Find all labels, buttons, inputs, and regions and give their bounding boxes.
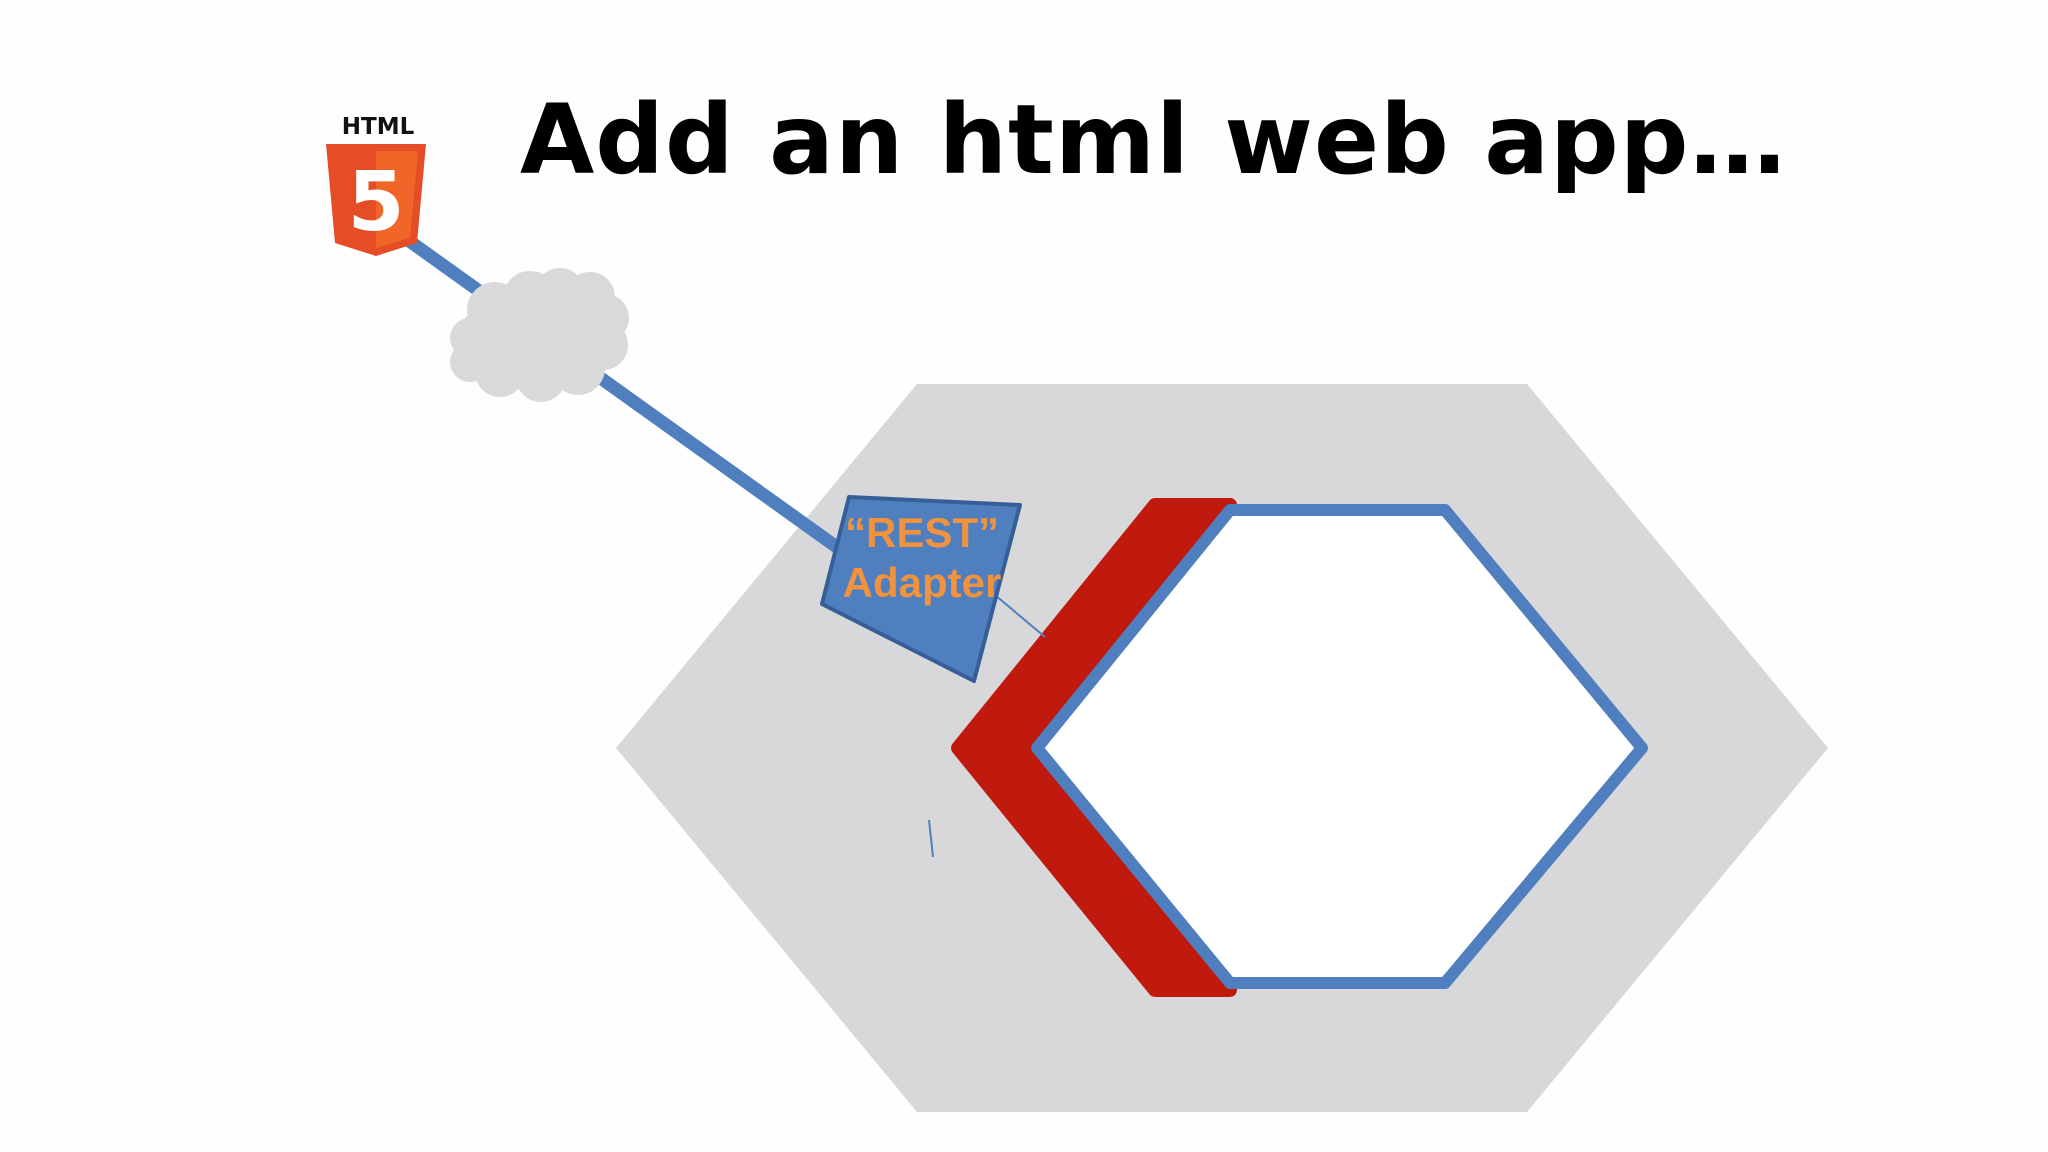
- adapter-label-line2: Adapter: [843, 559, 1002, 606]
- rest-adapter-box: [820, 495, 1022, 683]
- adapter-label-line1: “REST”: [845, 509, 999, 556]
- cloud-icon: [450, 268, 629, 402]
- adapter-port-connector: [994, 594, 1046, 638]
- html5-logo: HTML 5: [326, 114, 426, 256]
- inner-hexagon: [1031, 504, 1648, 989]
- html5-shield-number: 5: [347, 155, 404, 250]
- network-link: [373, 213, 852, 560]
- html5-logo-word: HTML: [342, 114, 415, 140]
- html5-shield-icon: 5: [326, 144, 426, 256]
- stray-mark: [928, 819, 934, 858]
- slide-title: Add an html web app…: [520, 84, 1787, 196]
